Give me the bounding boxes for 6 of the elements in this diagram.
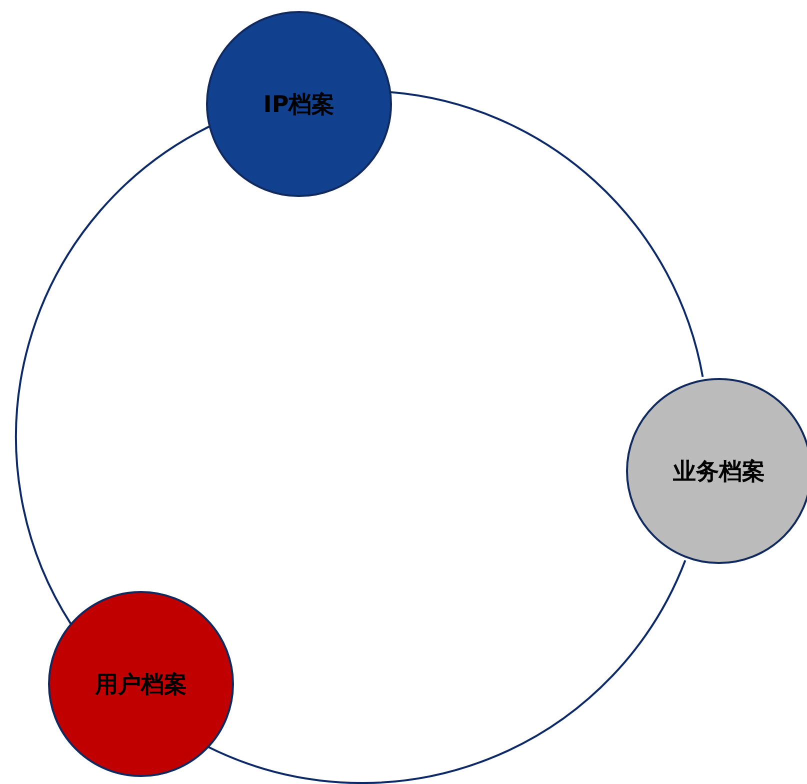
node-label: 业务档案 xyxy=(673,458,765,486)
arc-connector xyxy=(390,91,704,378)
arc-connector xyxy=(208,560,686,784)
node-label: IP档案 xyxy=(263,90,335,120)
arc-connector xyxy=(16,126,210,625)
node-label: 用户档案 xyxy=(95,670,187,700)
